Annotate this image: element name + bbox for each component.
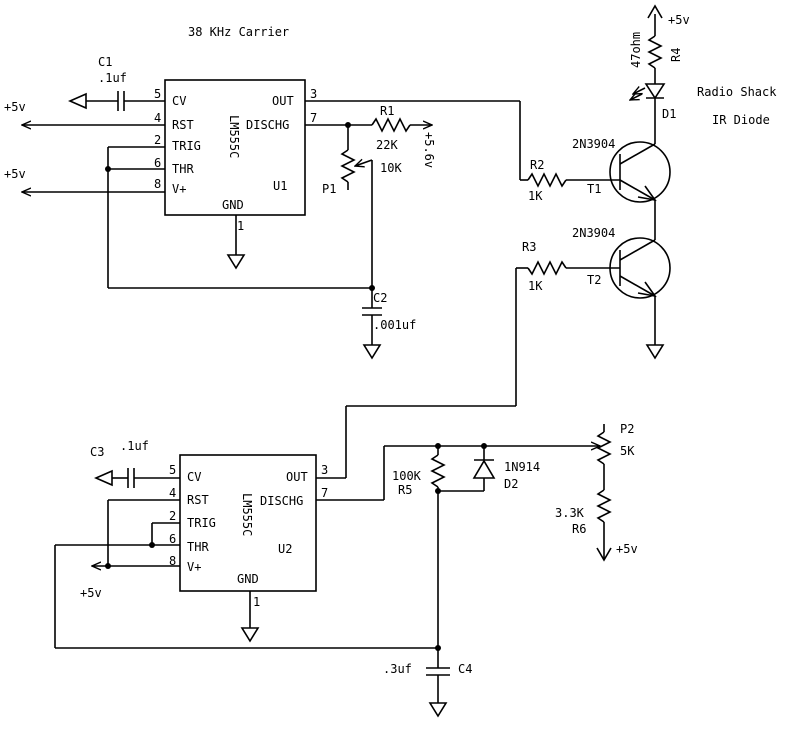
d2-value: 1N914 <box>504 460 540 474</box>
t1-part: 2N3904 <box>572 137 615 151</box>
u2-pin-thr-name: THR <box>187 540 209 554</box>
r3-value: 1K <box>528 279 543 293</box>
p2-value: 5K <box>620 444 635 458</box>
vcc-label-r4: +5v <box>668 13 690 27</box>
c3-value: .1uf <box>120 439 149 453</box>
vcc-label-u1-vplus: +5v <box>4 167 26 181</box>
t2-ref: T2 <box>587 273 601 287</box>
r4-value: 47ohm <box>629 32 643 68</box>
u1-part-label: LM555C <box>227 115 241 158</box>
u2-pin-vplus-name: V+ <box>187 560 201 574</box>
t1-ref: T1 <box>587 182 601 196</box>
u1-pin-trig-num: 2 <box>154 133 161 147</box>
u1-timer-chip: LM555C U1 CV RST TRIG THR V+ OUT DISCHG … <box>154 79 317 233</box>
u2-pin-out-name: OUT <box>286 470 308 484</box>
vcc-label-u1-rst: +5v <box>4 100 26 114</box>
d1-note-line1: Radio Shack <box>697 85 777 99</box>
c4-ref: C4 <box>458 662 472 676</box>
u2-pin-gnd-name: GND <box>237 572 259 586</box>
r2-ref: R2 <box>530 158 544 172</box>
u1-pin-vplus-name: V+ <box>172 182 186 196</box>
p2-ref: P2 <box>620 422 634 436</box>
u1-pin-trig-name: TRIG <box>172 139 201 153</box>
u1-pin-out-name: OUT <box>272 94 294 108</box>
d1-ref: D1 <box>662 107 676 121</box>
u1-pin-disch-name: DISCHG <box>246 118 289 132</box>
u2-pin-disch-num: 7 <box>321 486 328 500</box>
d2-ref: D2 <box>504 477 518 491</box>
u2-pin-cv-name: CV <box>187 470 201 484</box>
v56-rail-label: +5.6v <box>422 132 436 168</box>
p1-ref: P1 <box>322 182 336 196</box>
u2-wiring <box>54 424 612 718</box>
u1-pin-thr-num: 6 <box>154 156 161 170</box>
u1-pin-thr-name: THR <box>172 162 194 176</box>
vcc-label-u2: +5v <box>80 586 102 600</box>
c2-ref: C2 <box>373 291 387 305</box>
u2-ref-label: U2 <box>278 542 292 556</box>
u1-pin-rst-name: RST <box>172 118 194 132</box>
u2-pin-rst-name: RST <box>187 493 209 507</box>
u1-pin-disch-num: 7 <box>310 111 317 125</box>
r6-value: 3.3K <box>555 506 585 520</box>
u1-ref-label: U1 <box>273 179 287 193</box>
u2-pin-gnd-num: 1 <box>253 595 260 609</box>
u1-pin-cv-num: 5 <box>154 87 161 101</box>
r6-ref: R6 <box>572 522 586 536</box>
u2-pin-out-num: 3 <box>321 463 328 477</box>
u2-pin-vplus-num: 8 <box>169 554 176 568</box>
u2-pin-cv-num: 5 <box>169 463 176 477</box>
u1-wiring <box>22 91 528 360</box>
c1-ref: C1 <box>98 55 112 69</box>
u1-pin-gnd-name: GND <box>222 198 244 212</box>
c3-ref: C3 <box>90 445 104 459</box>
r1-value: 22K <box>376 138 398 152</box>
r1-ref: R1 <box>380 104 394 118</box>
u2-pin-rst-num: 4 <box>169 486 176 500</box>
u1-pin-out-num: 3 <box>310 87 317 101</box>
u2-pin-trig-name: TRIG <box>187 516 216 530</box>
r4-ref: R4 <box>669 48 683 62</box>
driver-stage <box>345 4 671 478</box>
u2-timer-chip: LM555C U2 CV RST TRIG THR V+ OUT DISCHG … <box>169 454 328 609</box>
c4-value: .3uf <box>383 662 412 676</box>
u1-pin-rst-num: 4 <box>154 111 161 125</box>
c1-value: .1uf <box>98 71 127 85</box>
p1-value: 10K <box>380 161 402 175</box>
vcc-label-r6: +5v <box>616 542 638 556</box>
u1-pin-vplus-num: 8 <box>154 177 161 191</box>
r3-ref: R3 <box>522 240 536 254</box>
u2-pin-thr-num: 6 <box>169 532 176 546</box>
circuit-title: 38 KHz Carrier <box>188 25 289 39</box>
u1-pin-gnd-num: 1 <box>237 219 244 233</box>
u2-part-label: LM555C <box>240 493 254 536</box>
d1-note-line2: IR Diode <box>712 113 770 127</box>
c2-value: .001uf <box>373 318 416 332</box>
u2-pin-disch-name: DISCHG <box>260 494 303 508</box>
u2-pin-trig-num: 2 <box>169 509 176 523</box>
r5-value: 100K <box>392 469 422 483</box>
r5-ref: R5 <box>398 483 412 497</box>
r2-value: 1K <box>528 189 543 203</box>
u1-pin-cv-name: CV <box>172 94 186 108</box>
t2-part: 2N3904 <box>572 226 615 240</box>
